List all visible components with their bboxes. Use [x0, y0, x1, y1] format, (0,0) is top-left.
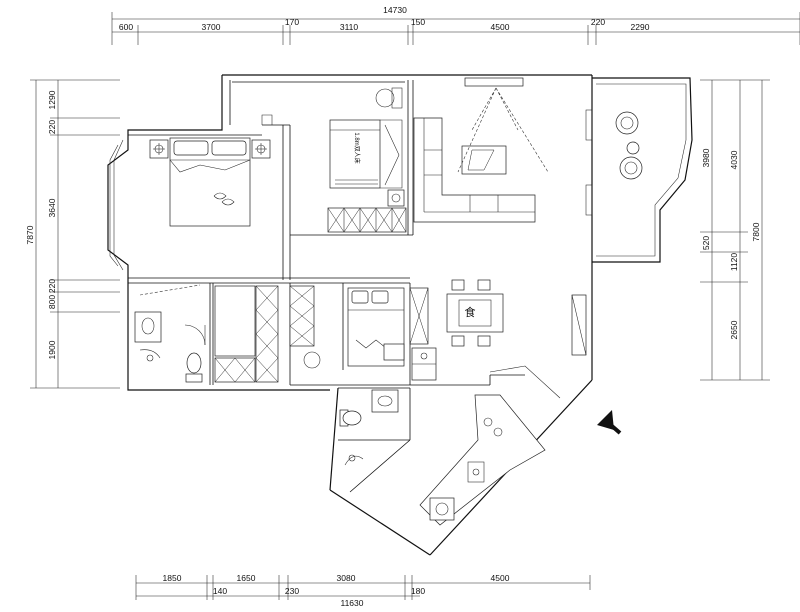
left-dimensions: 7870 1290 220 3640 220 800 1900 [25, 79, 120, 389]
dim-top-3: 3110 [340, 22, 359, 32]
right-dimensions: 3980 520 1120 2650 4030 7800 [700, 79, 770, 381]
lounge-chair-1 [615, 111, 639, 135]
storage-grid [214, 285, 279, 383]
window-living [585, 109, 593, 216]
dim-left-3: 220 [47, 279, 57, 293]
dim-bottom-small-2: 180 [411, 586, 425, 596]
top-dimensions: 14730 600 3700 170 3110 150 4500 220 229… [111, 5, 800, 45]
closet-study [214, 285, 321, 383]
dim-top-4: 150 [411, 17, 425, 27]
basin [371, 389, 399, 413]
kitchen-counter [419, 394, 546, 526]
chair-icon [375, 87, 403, 109]
washer-icon [429, 497, 455, 521]
dim-top-0: 600 [119, 22, 133, 32]
dim-bottom-2: 3080 [337, 573, 356, 583]
toilet-icon-2 [339, 409, 362, 427]
third-bedroom [347, 287, 437, 381]
study-shelf [289, 285, 315, 347]
shower-icon-2 [344, 454, 364, 466]
bedside-drape [380, 119, 403, 189]
dim-top-6: 220 [591, 17, 605, 27]
stove-icon [483, 417, 503, 437]
dim-left-5: 1900 [47, 340, 57, 359]
wardrobe-second [327, 207, 407, 233]
dim-left-2: 3640 [47, 198, 57, 217]
dim-bottom-small-0: 140 [213, 586, 227, 596]
dim-right-inner-0: 3980 [701, 148, 711, 167]
interior-walls [128, 80, 525, 493]
dim-top-total: 14730 [383, 5, 407, 15]
second-bathroom [339, 389, 399, 466]
vanity [134, 311, 162, 343]
dim-right-outer-0: 4030 [729, 150, 739, 169]
dim-bottom-3: 4500 [491, 573, 510, 583]
study-chair [303, 351, 321, 369]
dining-chairs [451, 279, 491, 347]
balcony-table [626, 141, 640, 155]
slippers [213, 192, 235, 206]
dining-area: 食 [446, 279, 587, 356]
second-bedroom: 1.8m双人床 [327, 87, 407, 233]
pillow-right [211, 140, 247, 156]
side-table-icon [387, 189, 405, 207]
dim-top-1: 3700 [202, 22, 221, 32]
main-bathroom [134, 284, 206, 383]
nightstand-right [251, 139, 271, 159]
entrance-arrow-icon [597, 410, 622, 435]
dim-left-total: 7870 [25, 225, 35, 244]
coffee-table [461, 145, 507, 175]
bottom-dimensions: 1850 1650 3080 4500 140 230 180 11630 [135, 573, 591, 608]
dim-top-7: 2290 [631, 22, 650, 32]
bed-size-label: 1.8m双人床 [353, 132, 361, 163]
second-bed [329, 119, 381, 189]
dim-top-5: 4500 [491, 22, 510, 32]
sofa-l-shape [413, 117, 536, 223]
nightstand-left [149, 139, 169, 159]
dim-left-0: 1290 [47, 90, 57, 109]
sideboard [571, 294, 587, 356]
exterior-walls [107, 74, 693, 556]
pillow-left [173, 140, 209, 156]
dim-bottom-total: 11630 [340, 598, 363, 608]
light-projection [457, 87, 549, 173]
toilet-icon [185, 352, 203, 383]
third-bed-stand [383, 343, 405, 361]
kitchen [419, 365, 561, 526]
tv-cabinet [464, 77, 524, 87]
dim-left-1: 220 [47, 120, 57, 134]
sink-icon [467, 461, 485, 483]
dim-bottom-small-1: 230 [285, 586, 299, 596]
dim-right-outer-1: 7800 [751, 222, 761, 241]
dim-right-inner-1: 520 [701, 236, 711, 250]
dim-top-2: 170 [285, 17, 299, 27]
dim-bottom-0: 1850 [163, 573, 182, 583]
wardrobe-third [409, 287, 429, 345]
dining-table [446, 293, 504, 333]
living-room [413, 77, 593, 223]
shower-area [139, 349, 161, 362]
balcony [615, 111, 643, 180]
master-bedroom [149, 114, 273, 227]
dim-right-inner-2: 1120 [729, 253, 739, 272]
lounge-chair-2 [619, 156, 643, 180]
dining-mark: 食 [465, 305, 476, 319]
shoe-cabinet [411, 347, 437, 381]
dim-left-4: 800 [47, 295, 57, 309]
dim-bottom-1: 1650 [237, 573, 256, 583]
dim-right-inner-3: 2650 [729, 320, 739, 339]
